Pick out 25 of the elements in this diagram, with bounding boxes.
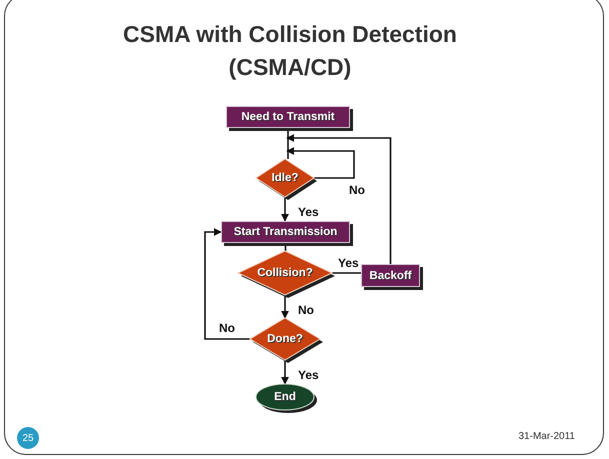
process-box: [361, 264, 420, 287]
node-text: Need to Transmit: [241, 111, 335, 123]
node-text: Start Transmission: [234, 226, 338, 238]
edge-label: Yes: [297, 369, 320, 382]
slide-number: 25: [17, 427, 39, 449]
edge-label: No: [218, 322, 236, 335]
connector-arrow: [204, 228, 250, 340]
edge-label: No: [297, 304, 315, 316]
node-text: Collision?: [257, 267, 313, 279]
connector-arrow: [286, 134, 392, 264]
connector-arrow: [286, 147, 355, 179]
node-text: Done?: [267, 333, 303, 345]
edge-label: Yes: [337, 257, 360, 270]
node-text: Backoff: [369, 270, 412, 282]
node-text: Idle?: [272, 172, 298, 184]
slide-title: CSMA with Collision Detection (CSMA/CD): [122, 20, 458, 82]
process-box: [226, 106, 350, 128]
connector-arrow: [281, 197, 289, 222]
process-box: [221, 221, 350, 243]
edge-label: No: [348, 184, 366, 197]
edge-label: Yes: [297, 206, 320, 219]
node-text: End: [274, 391, 296, 403]
connector-arrow: [281, 295, 289, 319]
connector-arrow: [281, 360, 289, 385]
slide-date: 31-Mar-2011: [518, 431, 575, 442]
